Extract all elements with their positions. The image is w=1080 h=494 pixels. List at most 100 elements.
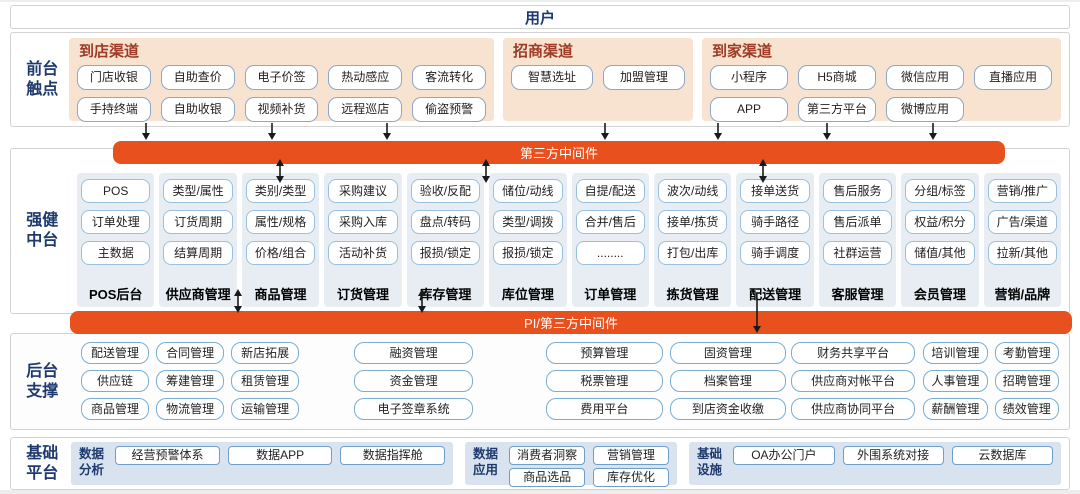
touchpoint-box: 门店收银 (77, 65, 151, 90)
column-title: 会员管理 (913, 287, 966, 302)
support-module-box: 培训管理 (923, 342, 988, 364)
support-module-box: 到店资金收缴 (669, 398, 787, 420)
support-module-box: 绩效管理 (994, 398, 1060, 420)
touchpoint-box: 智慧选址 (511, 65, 593, 90)
box-row: 供应商协同平台 (791, 398, 916, 420)
support-module-box: 租赁管理 (231, 370, 300, 392)
touchpoint-box: 加盟管理 (603, 65, 685, 90)
box-row: 消费者洞察营销管理 (509, 446, 669, 465)
touchpoint-box: 视频补货 (244, 97, 319, 122)
touchpoint-box: 第三方平台 (798, 97, 876, 122)
column-title: 营销/品牌 (994, 287, 1051, 302)
column-title: 供应商管理 (165, 287, 231, 302)
base-group-title: 数据分析 (79, 447, 105, 478)
middle-column: 类型/属性订货周期结算周期供应商管理 (159, 173, 237, 307)
box-row: 税票管理档案管理 (546, 370, 787, 392)
user-label: 用户 (524, 9, 555, 27)
double-arrow-icon (416, 289, 428, 318)
backend-group-finance: 融资管理资金管理电子签章系统 (354, 342, 474, 426)
support-module-box: 人事管理 (923, 370, 988, 392)
box-row: 培训管理考勤管理 (923, 342, 1060, 364)
backend-group-store-ops: 配送管理合同管理新店拓展供应链筹建管理租赁管理商品管理物流管理运输管理 (81, 342, 300, 426)
middle-column: 采购建议采购入库活动补货订货管理 (324, 173, 402, 307)
capability-box: 储位/动线 (493, 179, 563, 203)
column-title: 拣货管理 (666, 287, 719, 302)
user-band: 用户 (10, 5, 1070, 29)
support-module-box: 档案管理 (669, 370, 787, 392)
middle-column: 营销/推广广告/渠道拉新/其他营销/品牌 (983, 173, 1062, 307)
support-module-box: 融资管理 (354, 342, 474, 364)
support-module-box: 物流管理 (156, 398, 225, 420)
touchpoint-box: 偷盗预警 (412, 97, 486, 122)
box-row: 资金管理 (354, 370, 474, 392)
box-row: 供应商对帐平台 (791, 370, 916, 392)
capability-box: 接单送货 (740, 179, 810, 203)
double-arrow-icon (480, 159, 492, 188)
support-module-box: 招聘管理 (994, 370, 1060, 392)
double-arrow-icon (274, 159, 286, 188)
down-arrow-icon (266, 123, 278, 146)
support-module-box: 电子签章系统 (354, 398, 474, 420)
column-title: POS后台 (88, 287, 143, 302)
support-module-box: 固资管理 (669, 342, 787, 364)
capability-box: 类型/调拨 (493, 210, 563, 234)
touchpoint-box: 小程序 (710, 65, 788, 90)
capability-box: 接单/拣货 (657, 210, 728, 234)
column-title: 配送管理 (749, 287, 802, 302)
base-group-title: 基础设施 (697, 447, 723, 478)
middle-column: 类别/类型属性/规格价格/组合商品管理 (241, 173, 320, 307)
middle-column: 储位/动线类型/调拨报损/锁定库位管理 (489, 173, 567, 307)
down-arrow-icon (927, 123, 939, 146)
support-module-box: 薪酬管理 (923, 398, 988, 420)
touchpoint-box: 自助收银 (160, 97, 235, 122)
backend-support-panel: 后台支撑 配送管理合同管理新店拓展供应链筹建管理租赁管理商品管理物流管理运输管理… (10, 333, 1070, 430)
front-channel-groups: 到店渠道 门店收银自助查价电子价签热动感应客流转化手持终端自助收银视频补货远程巡… (69, 38, 1061, 122)
capability-box: 售后派单 (822, 210, 893, 234)
box-row: 费用平台到店资金收缴 (546, 398, 787, 420)
backend-group-accounting: 预算管理固资管理税票管理档案管理费用平台到店资金收缴 (546, 342, 787, 426)
box-row: 财务共享平台 (791, 342, 916, 364)
backend-group-hr: 培训管理考勤管理人事管理招聘管理薪酬管理绩效管理 (923, 342, 1060, 426)
capability-box: 报损/锁定 (410, 241, 481, 265)
support-module-box: 筹建管理 (156, 370, 225, 392)
platform-module-box: 数据APP (227, 446, 333, 465)
middle-column: 验收/反配盘点/转码报损/锁定库存管理 (406, 173, 485, 307)
down-arrow-icon (381, 123, 393, 146)
capability-box: 验收/反配 (410, 179, 481, 203)
backend-groups: 配送管理合同管理新店拓展供应链筹建管理租赁管理商品管理物流管理运输管理 融资管理… (81, 342, 1060, 421)
base-group-title: 数据应用 (473, 447, 499, 478)
platform-module-box: 经营预警体系 (115, 446, 220, 465)
column-title: 订货管理 (336, 287, 389, 302)
capability-box: 报损/锁定 (493, 241, 563, 265)
double-arrow-icon (232, 289, 244, 318)
base-group-infrastructure: 基础设施 OA办公门户外围系统对接云数据库 (689, 442, 1061, 485)
platform-module-box: 外围系统对接 (842, 446, 944, 465)
box-row: 智慧选址加盟管理 (511, 65, 685, 90)
down-arrow-icon (140, 123, 152, 146)
platform-module-box: 库存优化 (593, 468, 669, 487)
box-row: 人事管理招聘管理 (923, 370, 1060, 392)
capability-box: 属性/规格 (245, 210, 316, 234)
column-title: 库位管理 (501, 287, 554, 302)
middle-column: 波次/动线接单/拣货打包/出库拣货管理 (653, 173, 732, 307)
capability-box: 自提/配送 (575, 179, 645, 203)
platform-module-box: 云数据库 (951, 446, 1053, 465)
capability-box: 营销/推广 (987, 179, 1058, 203)
platform-module-box: 消费者洞察 (509, 446, 586, 465)
box-row: 商品选品库存优化 (509, 468, 669, 487)
capability-box: 主数据 (81, 241, 151, 265)
support-module-box: 供应商协同平台 (791, 398, 916, 420)
middle-column: 自提/配送合并/售后........订单管理 (571, 173, 649, 307)
capability-box: 骑手路径 (740, 210, 810, 234)
base-section-label: 基础平台 (26, 444, 59, 482)
capability-box: 拉新/其他 (987, 241, 1058, 265)
capability-box: 售后服务 (822, 179, 893, 203)
box-row: 门店收银自助查价电子价签热动感应客流转化 (77, 65, 486, 90)
